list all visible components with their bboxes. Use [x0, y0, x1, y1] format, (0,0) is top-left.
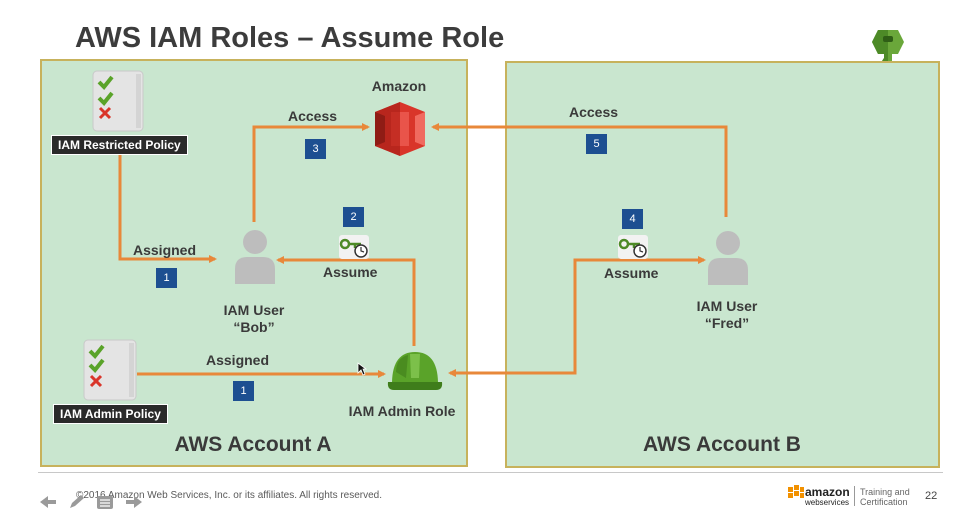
account-b-label: AWS Account B [643, 433, 801, 456]
step-badge-4: 4 [622, 209, 643, 229]
menu-icon[interactable] [96, 494, 114, 510]
mouse-cursor-icon [357, 362, 367, 376]
edge-label-access-fred: Access [569, 104, 619, 120]
slide-title: AWS IAM Roles – Assume Role [75, 22, 505, 54]
user-bob-line1: IAM User [223, 302, 285, 318]
aws-brand-sub: webservices [805, 498, 850, 507]
training-line1: Training and [860, 487, 910, 497]
policy-tag-admin: IAM Admin Policy [53, 404, 168, 424]
user-fred-line2: “Fred” [704, 315, 750, 331]
account-a-label: AWS Account A [174, 433, 332, 456]
arrow-access-bob [252, 123, 370, 222]
s3-label: Amazon [371, 78, 427, 94]
step-badge-5: 5 [586, 134, 607, 154]
role-label: IAM Admin Role [348, 403, 456, 419]
amazon-s3-icon [375, 102, 425, 156]
step-badge-3: 3 [305, 139, 326, 159]
policy-tag-restricted: IAM Restricted Policy [51, 135, 188, 155]
arrow-access-fred [431, 123, 728, 217]
user-bob-line2: “Bob” [233, 319, 275, 335]
hard-hat-icon [387, 352, 443, 390]
key-clock-icon [339, 235, 369, 259]
user-fred-line1: IAM User [696, 298, 758, 314]
user-icon [235, 230, 275, 284]
footer-separator [854, 486, 855, 506]
edge-label-assume-fred: Assume [604, 265, 659, 281]
step-badge-2: 2 [343, 207, 364, 227]
page-number: 22 [925, 490, 938, 502]
copyright-text: ©2016 Amazon Web Services, Inc. or its a… [76, 490, 383, 501]
checklist-icon [83, 339, 137, 401]
slide-controls [38, 494, 148, 510]
back-arrow-icon[interactable] [38, 494, 58, 510]
training-certification: Training and Certification [860, 487, 910, 507]
step-badge-1: 1 [156, 268, 177, 288]
edge-label-access-bob: Access [288, 108, 338, 124]
training-line2: Certification [860, 497, 908, 507]
arrow-assigned-bob [118, 154, 217, 263]
edge-label-assigned-role: Assigned [206, 352, 270, 368]
edge-label-assigned-bob: Assigned [133, 242, 197, 258]
edge-label-assume-bob: Assume [323, 264, 378, 280]
forward-arrow-icon[interactable] [124, 494, 144, 510]
aws-logo [788, 485, 804, 498]
aws-brand-word: amazon [805, 485, 850, 499]
user-icon [708, 231, 748, 285]
checklist-icon [92, 70, 144, 132]
pen-icon[interactable] [68, 494, 86, 510]
arrow-assume-bob [276, 256, 416, 346]
key-clock-icon [618, 235, 648, 259]
arrow-assume-fred [452, 256, 706, 375]
footer-divider [38, 472, 943, 473]
step-badge-1: 1 [233, 381, 254, 401]
